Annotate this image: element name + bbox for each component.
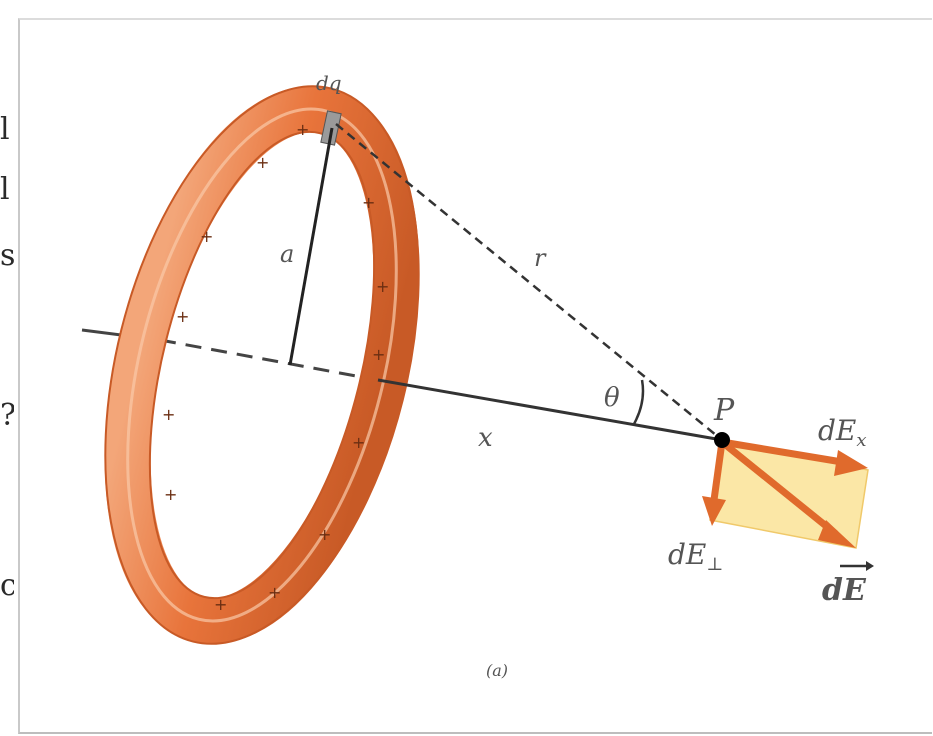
side-fragment-3: s	[0, 238, 14, 273]
label-dEperp-main: dE	[668, 538, 706, 571]
charge-plus: +	[318, 525, 331, 544]
label-p: P	[713, 393, 735, 428]
charge-plus: +	[376, 277, 389, 296]
dEx-arrowhead	[834, 450, 868, 476]
label-dEperp: dE⊥	[668, 538, 723, 575]
caption: (a)	[486, 661, 508, 680]
dEperp-arrowhead	[702, 496, 726, 526]
distance-r-line	[335, 123, 723, 441]
label-r: r	[534, 244, 547, 272]
label-dEx-sub: x	[856, 430, 866, 451]
label-x: x	[478, 423, 493, 453]
label-a: a	[280, 240, 294, 268]
axis-line-right	[377, 378, 723, 442]
charge-plus: +	[200, 227, 213, 246]
side-fragment-5: c	[0, 568, 14, 603]
charge-plus: +	[256, 153, 269, 172]
label-dE: dE	[822, 573, 867, 608]
field-vectors	[702, 438, 868, 548]
charge-plus: +	[296, 120, 309, 139]
radius-line	[288, 127, 334, 366]
point-p	[714, 432, 730, 448]
charge-plus: +	[176, 307, 189, 326]
charge-plus: +	[214, 595, 227, 614]
label-dEx: dEx	[818, 414, 867, 451]
charged-ring	[104, 85, 420, 645]
side-fragment-1: l	[0, 112, 10, 147]
side-fragment-2: l	[0, 172, 10, 207]
dEx-arrow-shaft	[721, 438, 843, 466]
charge-plus: +	[352, 433, 365, 452]
dE-arrowhead	[818, 520, 856, 548]
charge-plus: +	[162, 405, 175, 424]
label-theta: θ	[604, 383, 620, 413]
charge-plus: +	[164, 485, 177, 504]
vector-bar-head	[866, 561, 874, 571]
dEperp-arrow-shaft	[710, 441, 726, 501]
side-fragment-4: ?	[0, 398, 14, 433]
charge-plus: +	[362, 193, 375, 212]
label-dq: dq	[316, 71, 342, 95]
dE-arrow-shaft	[719, 439, 839, 537]
charge-plus: +	[268, 583, 281, 602]
angle-arc	[632, 379, 645, 425]
label-dEperp-sub: ⊥	[706, 554, 723, 575]
charge-plus: +	[372, 345, 385, 364]
axis-dashed	[159, 338, 379, 382]
label-dEx-main: dE	[818, 414, 856, 447]
ring-charges: + + + + + + + + + + + + +	[162, 120, 389, 614]
